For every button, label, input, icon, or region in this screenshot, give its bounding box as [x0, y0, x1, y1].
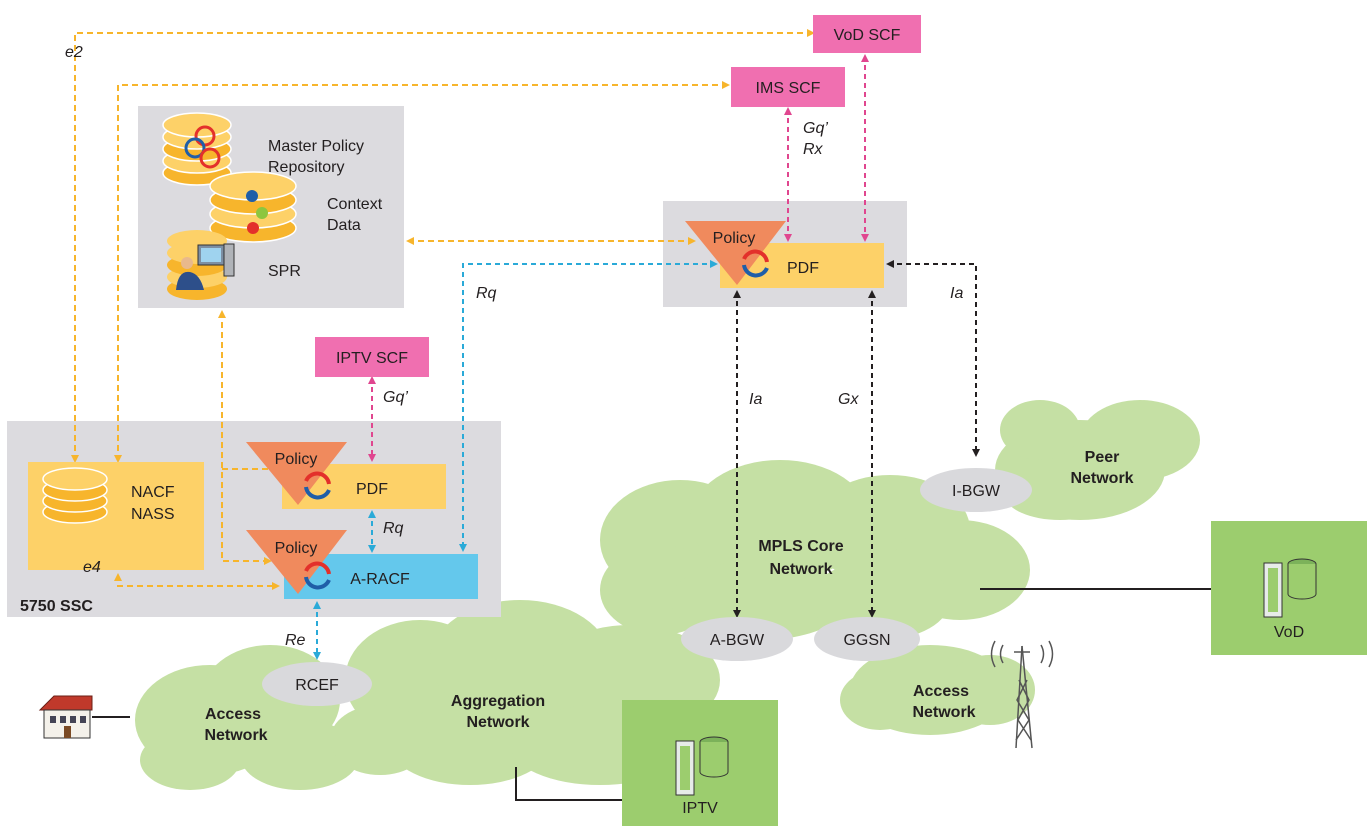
e4-link	[114, 573, 280, 590]
ssc-pdf-cycle-icon	[304, 471, 331, 500]
rq-top-label: Rq	[476, 285, 497, 302]
vod-scf-box	[813, 15, 921, 53]
iptv-scf-box	[315, 337, 429, 377]
ssc-panel-label: 5750 SSC	[20, 598, 93, 615]
core-policy-cycle-icon	[742, 249, 769, 278]
aggregation-label-1: Aggregation	[451, 693, 545, 710]
ia-right-label: Ia	[950, 285, 963, 302]
access-left-label-1: Access	[205, 706, 261, 723]
aggregation-label-2: Network	[466, 714, 529, 731]
core-pdf-label: PDF	[787, 260, 819, 277]
ibgw-node	[920, 468, 1032, 512]
ggsn-node	[814, 617, 920, 661]
gq-prime-label: Gq’	[803, 120, 828, 137]
master-policy-label-1: Master Policy	[268, 138, 364, 155]
aracf-label: A-RACF	[350, 571, 410, 588]
repository-aracf-link	[218, 310, 272, 565]
vod-server-label: VoD	[1274, 624, 1304, 641]
vod-server-icon	[1263, 558, 1317, 618]
home-icon	[38, 695, 93, 739]
context-data-icon	[209, 171, 297, 243]
ia-mid-label: Ia	[749, 391, 762, 408]
mpls-label-1: MPLS Core	[758, 538, 843, 555]
iptv-scf-label: IPTV SCF	[336, 350, 408, 367]
abgw-node	[681, 617, 793, 661]
core-policy-triangle	[685, 221, 786, 285]
ssc-pdf-policy-label: Policy	[275, 451, 318, 468]
aracf-policy-label: Policy	[275, 540, 318, 557]
ibgw-label: I-BGW	[952, 483, 1001, 500]
ssc-pdf-label: PDF	[356, 481, 388, 498]
rq-core-link	[459, 260, 718, 552]
mpls-label-2: Network	[769, 561, 832, 578]
context-data-label-2: Data	[327, 217, 361, 234]
access-right-label-2: Network	[912, 704, 975, 721]
rq-ssc-label: Rq	[383, 520, 404, 537]
spr-operator-icon	[167, 230, 235, 300]
iptv-server-icon	[675, 736, 729, 796]
re-label: Re	[285, 632, 306, 649]
ims-scf-label: IMS SCF	[756, 80, 821, 97]
e4-label: e4	[83, 559, 101, 576]
aracf-policy-triangle	[246, 530, 347, 594]
iptv-server-label: IPTV	[682, 800, 718, 817]
master-policy-repository-icon	[162, 112, 232, 186]
spr-label: SPR	[268, 263, 301, 280]
nacf-label: NACF	[131, 484, 175, 501]
peer-label-1: Peer	[1085, 449, 1120, 466]
access-network-right-cloud	[840, 645, 1035, 735]
peer-network-cloud	[995, 400, 1200, 520]
rcef-node	[262, 662, 372, 706]
e2-ims-link	[114, 81, 730, 463]
e2-vod-link	[71, 29, 815, 463]
vod-scf-label: VoD SCF	[834, 27, 901, 44]
ggsn-label: GGSN	[843, 632, 890, 649]
rx-label: Rx	[803, 141, 824, 158]
master-policy-label-2: Repository	[268, 159, 344, 176]
cell-tower-icon	[990, 640, 1054, 749]
access-right-label-1: Access	[913, 683, 969, 700]
peer-label-2: Network	[1070, 470, 1133, 487]
ims-scf-box	[731, 67, 845, 107]
gx-label: Gx	[838, 391, 859, 408]
ia-ibgw-link	[886, 260, 980, 457]
access-left-label-2: Network	[204, 727, 267, 744]
iptv-gq-label: Gq’	[383, 389, 408, 406]
aracf-cycle-icon	[304, 561, 331, 590]
ssc-pdf-policy-triangle	[246, 442, 347, 505]
abgw-label: A-BGW	[710, 632, 765, 649]
core-policy-label: Policy	[713, 230, 756, 247]
nass-label: NASS	[131, 506, 175, 523]
rcef-label: RCEF	[295, 677, 339, 694]
nass-database-icon	[42, 467, 108, 524]
e2-label: e2	[65, 44, 83, 61]
iptv-link	[515, 767, 622, 801]
context-data-label-1: Context	[327, 196, 383, 213]
aggregation-network-cloud	[330, 600, 720, 785]
